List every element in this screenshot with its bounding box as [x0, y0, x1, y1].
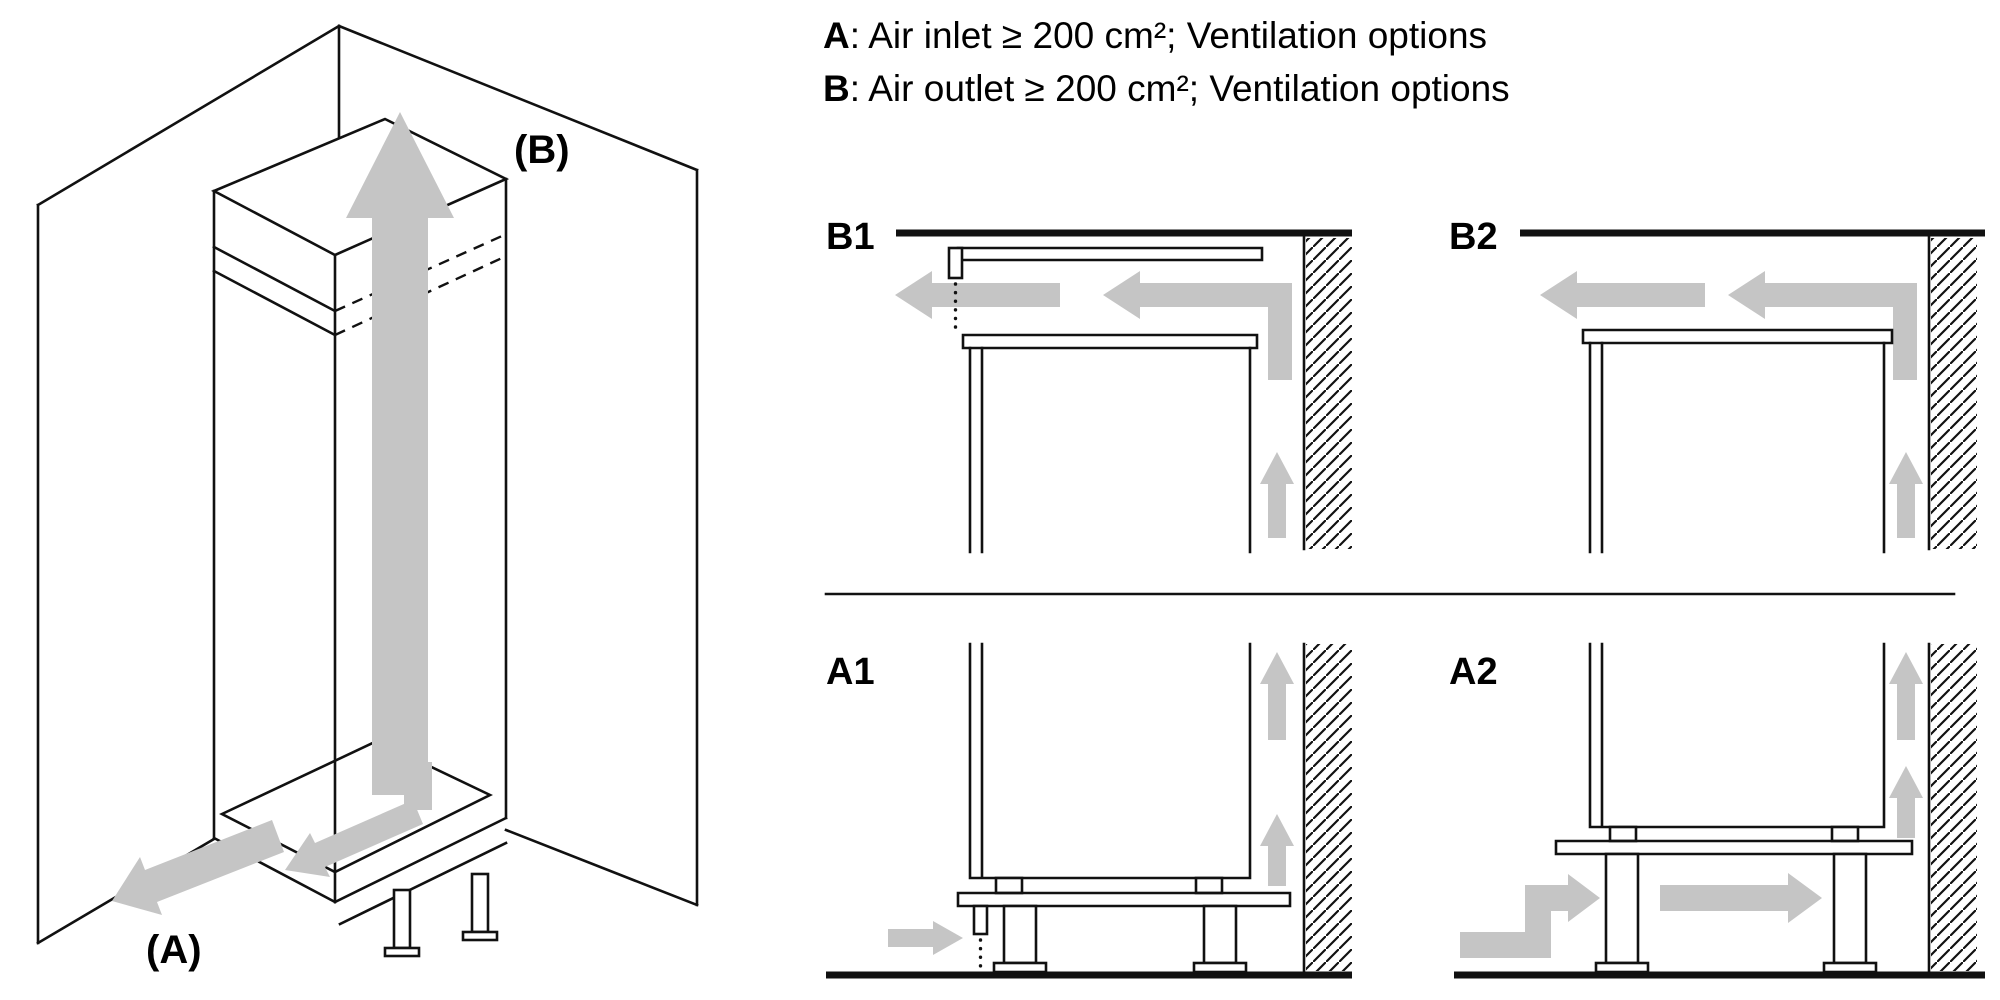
b2-wall-hatch: [1931, 238, 1977, 549]
legend-line-b: B: Air outlet ≥ 200 cm²; Ventilation opt…: [823, 68, 1510, 109]
legend-b-text: : Air outlet ≥ 200 cm²; Ventilation opti…: [850, 68, 1510, 109]
b1-arrow-bend-left: [1103, 271, 1292, 380]
legend: A: Air inlet ≥ 200 cm²; Ventilation opti…: [823, 15, 1510, 109]
panel-b2-label: B2: [1449, 216, 1498, 258]
b1-appliance: [961, 333, 1259, 554]
a1-arrow-up-gap-top: [1260, 652, 1294, 740]
a1-arrow-in-right: [888, 921, 963, 955]
cabinet-feet: [383, 872, 499, 958]
legend-a-text: : Air inlet ≥ 200 cm²; Ventilation optio…: [850, 15, 1487, 56]
panel-b1: B1: [826, 216, 1352, 554]
a1-appliance: [968, 642, 1252, 895]
legend-a-key: A: [823, 15, 850, 56]
a2-arrow-up-gap-bottom: [1889, 766, 1923, 838]
cabinet-top-face: [210, 117, 510, 257]
a1-arrow-up-gap-bottom: [1260, 814, 1294, 886]
a1-wall-hatch: [1306, 644, 1352, 971]
b2-appliance: [1581, 328, 1894, 554]
a1-plinth-grille: [972, 904, 989, 936]
b1-top-panel: [956, 246, 1264, 262]
a2-base-panel: [1554, 839, 1914, 974]
legend-line-a: A: Air inlet ≥ 200 cm²; Ventilation opti…: [823, 15, 1487, 56]
b1-arrow-up-gap: [1260, 452, 1294, 538]
b2-arrow-up-gap: [1889, 452, 1923, 538]
panel-a1-label: A1: [826, 651, 875, 693]
panel-a2: A2: [1449, 642, 1985, 979]
air-inlet-arrow-bend: [285, 762, 432, 877]
panel-a1: A1: [826, 642, 1352, 979]
label-outlet-b: (B): [514, 128, 570, 172]
a2-appliance: [1588, 642, 1886, 843]
cabinet-top-shelf-lines: [212, 245, 337, 337]
b1-wall-hatch: [1306, 238, 1352, 549]
air-outlet-arrow-up: [346, 112, 454, 795]
b2-arrow-bend-left: [1728, 271, 1917, 380]
panel-b1-label: B1: [826, 216, 875, 258]
room-corner-lines: [36, 24, 699, 945]
a1-base-panel: [956, 891, 1292, 974]
a2-arrow-up-gap-top: [1889, 652, 1923, 740]
cabinet-edges: [212, 177, 508, 926]
a2-arrow-right-under: [1660, 873, 1822, 923]
b2-arrow-out-left: [1540, 271, 1705, 319]
b1-arrow-out-left: [895, 271, 1060, 319]
air-inlet-arrow-out: [112, 820, 284, 915]
a2-arrow-in-bend: [1460, 874, 1600, 958]
panel-a2-label: A2: [1449, 651, 1498, 693]
label-inlet-a: (A): [146, 928, 202, 972]
overview-diagram: (B) (A): [36, 24, 699, 972]
a2-wall-hatch: [1931, 644, 1977, 971]
b1-front-grille: [947, 246, 964, 280]
cabinet-hidden-edges: [334, 234, 503, 337]
panel-b2: B2: [1449, 216, 1985, 554]
legend-b-key: B: [823, 68, 850, 109]
